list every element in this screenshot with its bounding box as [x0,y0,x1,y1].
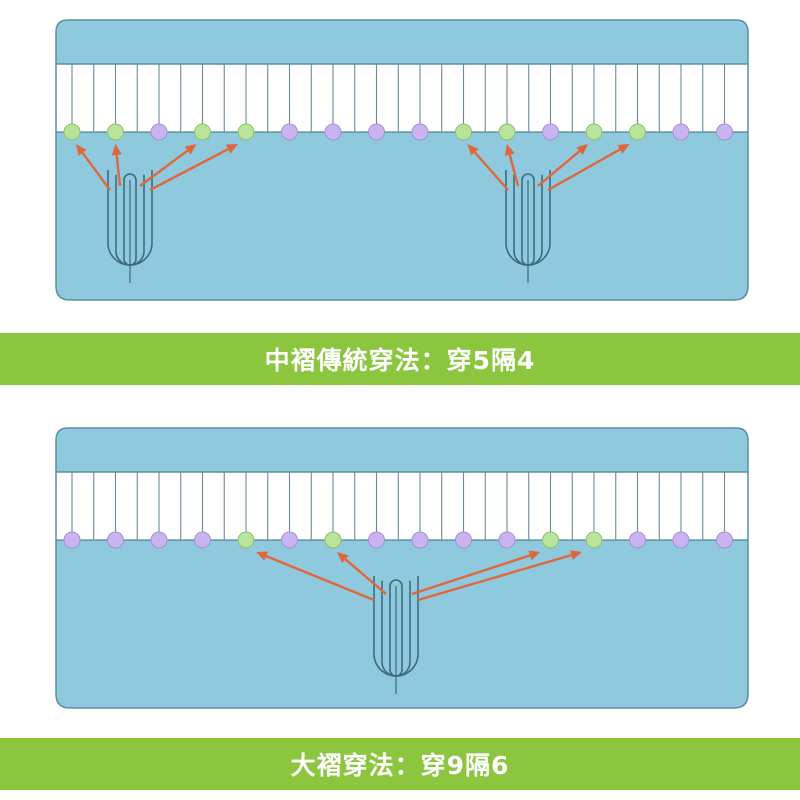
hook-arrow-icon [547,144,630,192]
curtain-ring-icon [194,123,211,141]
curtain-ring-icon [324,123,342,141]
hook-arrow-icon [76,144,111,191]
curtain-ring-icon [455,531,472,549]
diagram-medium-pleat [0,10,800,330]
curtain-ring-icon [498,123,516,141]
hook-arrow-icon [411,550,541,596]
rail-gap [56,64,748,132]
diagram-large-pleat [0,418,800,738]
hook-arrow-icon [111,144,122,187]
caption-banner-large-pleat: 大褶穿法：穿9隔6 [0,738,800,790]
curtain-ring-icon [107,123,124,141]
caption-banner-medium-pleat: 中褶傳統穿法：穿5隔4 [0,333,800,385]
pleat-hook-icon [107,170,153,283]
curtain-ring-icon [237,123,255,141]
curtain-ring-icon [63,531,81,549]
curtain-ring-icon [281,531,298,549]
curtain-ring-icon [150,531,168,549]
hook-arrow-icon [467,144,509,191]
curtain-ring-icon [629,531,646,549]
curtain-ring-icon [324,531,342,549]
pleat-hook-icon [373,576,419,694]
curtain-ring-icon [498,531,516,549]
large-pleat-illustration [55,427,749,709]
curtain-ring-icon [411,531,429,549]
hook-arrow-icon [256,551,375,602]
curtain-ring-icon [585,123,603,141]
curtain-ring-icon [63,123,81,141]
curtain-ring-icon [542,531,559,549]
caption-medium-pleat: 中褶傳統穿法：穿5隔4 [264,346,536,375]
hook-arrow-icon [337,552,387,595]
rail-gap [56,472,748,540]
curtain-ring-icon [237,531,255,549]
curtain-ring-icon [368,123,385,141]
curtain-ring-icon [368,531,385,549]
curtain-ring-icon [672,123,690,141]
hook-arrow-icon [537,144,588,187]
curtain-ring-icon [629,123,646,141]
hook-arrow-icon [417,550,582,602]
curtain-ring-icon [107,531,124,549]
hook-arrow-icon [504,144,520,187]
curtain-ring-icon [585,531,603,549]
caption-large-pleat: 大褶穿法：穿9隔6 [290,751,510,780]
curtain-ring-icon [150,123,168,141]
curtain-rail [55,427,749,473]
curtain-ring-icon [716,531,733,549]
pleat-hook-icon [505,170,551,283]
curtain-ring-icon [194,531,211,549]
curtain-ring-icon [455,123,472,141]
medium-pleat-illustration [55,19,749,301]
hook-arrow-icon [149,144,238,192]
curtain-ring-icon [542,123,559,141]
curtain-ring-icon [716,123,733,141]
curtain-ring-icon [281,123,298,141]
curtain-rail [55,19,749,65]
curtain-ring-icon [411,123,429,141]
curtain-panel [55,131,749,301]
curtain-ring-icon [672,531,690,549]
hook-arrow-icon [139,144,197,187]
